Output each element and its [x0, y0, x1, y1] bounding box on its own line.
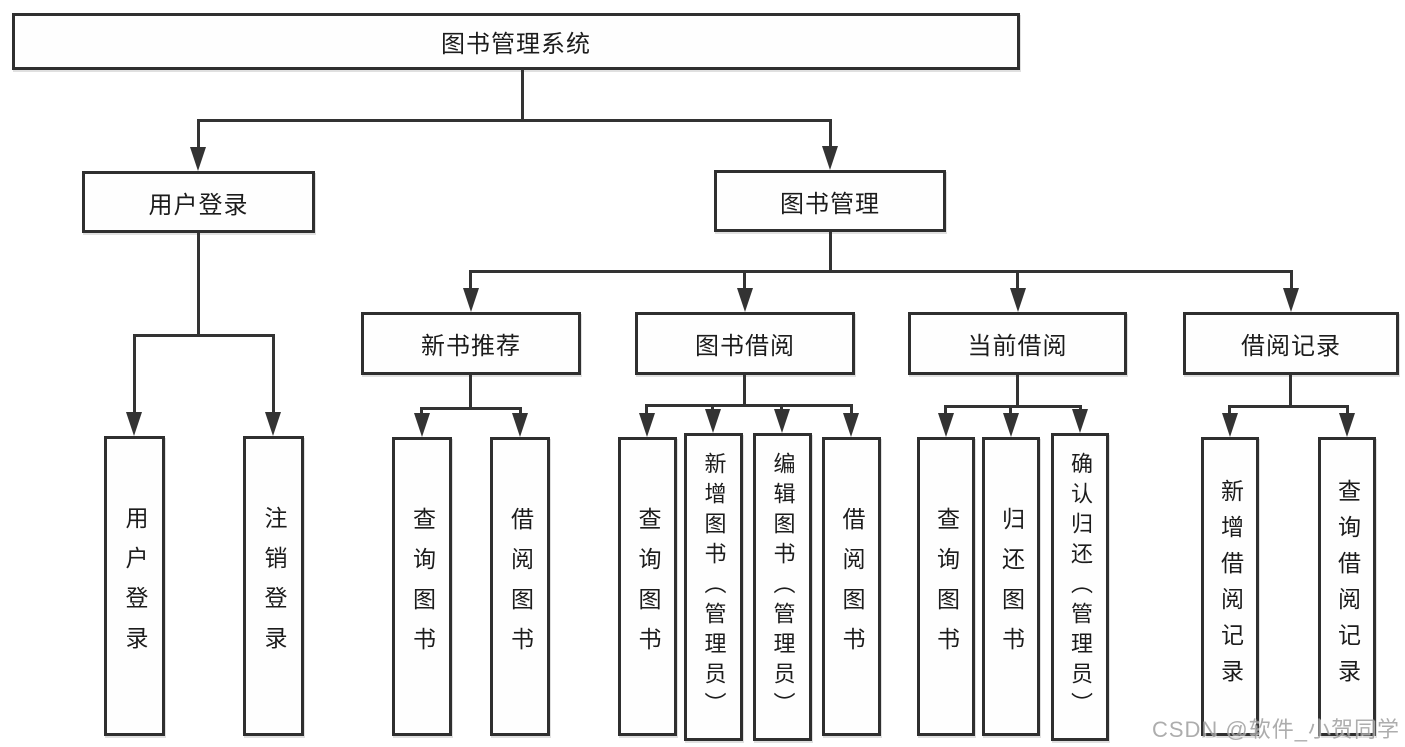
- node-book-borrow: 图书借阅: [635, 312, 855, 375]
- connector-line: [743, 375, 746, 407]
- connector-line: [1289, 375, 1292, 408]
- node-label: 当前借阅: [967, 333, 1068, 360]
- leaf-borrow-books: 借阅图书: [822, 437, 881, 736]
- node-label: 图书借阅: [695, 333, 795, 360]
- leaf-borrow-books-recommend: 借阅图书: [490, 437, 550, 736]
- leaf-query-borrow-record: 查询借阅记录: [1318, 437, 1376, 736]
- arrow-down-icon: [463, 288, 479, 312]
- node-new-book-recommend: 新书推荐: [361, 312, 581, 375]
- leaf-add-book-admin: 新增图书（管理员）: [684, 433, 743, 741]
- node-label: 用户登录: [148, 191, 249, 219]
- leaf-label: 查询图书: [635, 506, 661, 667]
- arrow-down-icon: [1339, 413, 1355, 437]
- connector-line: [1016, 375, 1019, 408]
- node-label: 借阅记录: [1241, 333, 1341, 360]
- leaf-return-books: 归还图书: [982, 437, 1040, 736]
- arrow-down-icon: [1072, 409, 1088, 433]
- node-user-login: 用户登录: [82, 171, 315, 233]
- leaf-label: 归还图书: [998, 506, 1025, 667]
- connector-line: [521, 69, 524, 121]
- arrow-down-icon: [774, 409, 790, 433]
- node-borrow-records: 借阅记录: [1183, 312, 1399, 375]
- connector-line: [519, 407, 522, 417]
- connector-line: [197, 233, 200, 336]
- arrow-down-icon: [1222, 413, 1238, 437]
- connector-line: [944, 405, 947, 416]
- leaf-user-login: 用户登录: [104, 436, 165, 736]
- connector-line: [1016, 270, 1019, 292]
- arrow-down-icon: [126, 412, 142, 436]
- leaf-label: 确认归还（管理员）: [1068, 452, 1093, 722]
- leaf-logout: 注销登录: [243, 436, 304, 736]
- connector-line: [829, 232, 832, 272]
- arrow-down-icon: [639, 413, 655, 437]
- leaf-label: 借阅图书: [839, 506, 865, 667]
- leaf-label: 借阅图书: [507, 506, 534, 667]
- leaf-label: 用户登录: [122, 506, 148, 666]
- arrow-down-icon: [737, 288, 753, 312]
- connector-line: [1346, 405, 1349, 416]
- leaf-label: 编辑图书（管理员）: [770, 452, 796, 722]
- node-label: 图书管理: [780, 190, 880, 218]
- leaf-query-books-current: 查询图书: [917, 437, 975, 736]
- arrow-down-icon: [512, 413, 528, 437]
- leaf-label: 新增借阅记录: [1217, 478, 1244, 695]
- connector-line: [850, 404, 853, 416]
- node-label: 图书管理系统: [441, 31, 591, 58]
- arrow-down-icon: [705, 409, 721, 433]
- node-book-management: 图书管理: [714, 170, 946, 232]
- arrow-down-icon: [190, 147, 206, 171]
- connector-line: [420, 407, 423, 417]
- connector-line: [645, 404, 853, 407]
- leaf-label: 查询图书: [933, 506, 960, 667]
- connector-line: [743, 270, 746, 292]
- leaf-edit-book-admin: 编辑图书（管理员）: [753, 433, 812, 741]
- leaf-label: 注销登录: [261, 506, 287, 666]
- connector-line: [469, 270, 1293, 273]
- leaf-label: 新增图书（管理员）: [701, 452, 727, 722]
- connector-line: [133, 334, 136, 416]
- arrow-down-icon: [265, 412, 281, 436]
- connector-line: [645, 404, 648, 416]
- leaf-confirm-return-admin: 确认归还（管理员）: [1051, 433, 1109, 741]
- connector-line: [1228, 405, 1349, 408]
- connector-line: [420, 407, 522, 410]
- connector-line: [829, 119, 832, 151]
- connector-line: [1079, 405, 1082, 412]
- arrow-down-icon: [1010, 288, 1026, 312]
- node-label: 新书推荐: [421, 333, 521, 360]
- leaf-add-borrow-record: 新增借阅记录: [1201, 437, 1259, 736]
- csdn-watermark: CSDN @软件_小贺同学: [1151, 717, 1400, 742]
- leaf-query-books-recommend: 查询图书: [392, 437, 452, 736]
- connector-line: [1228, 405, 1231, 416]
- arrow-down-icon: [938, 413, 954, 437]
- connector-line: [272, 334, 275, 416]
- connector-line: [133, 334, 275, 337]
- leaf-query-books-borrow: 查询图书: [618, 437, 677, 736]
- connector-line: [197, 119, 200, 151]
- arrow-down-icon: [822, 146, 838, 170]
- arrow-down-icon: [843, 413, 859, 437]
- leaf-label: 查询借阅记录: [1334, 478, 1361, 695]
- connector-line: [469, 270, 472, 292]
- connector-line: [1290, 270, 1293, 292]
- connector-line: [197, 119, 832, 122]
- connector-line: [711, 404, 714, 412]
- connector-line: [780, 404, 783, 412]
- arrow-down-icon: [1283, 288, 1299, 312]
- connector-line: [469, 375, 472, 409]
- connector-line: [944, 405, 1082, 408]
- connector-line: [1009, 405, 1012, 416]
- node-current-borrow: 当前借阅: [908, 312, 1127, 375]
- node-library-management-system: 图书管理系统: [12, 13, 1020, 70]
- arrow-down-icon: [414, 413, 430, 437]
- arrow-down-icon: [1003, 413, 1019, 437]
- leaf-label: 查询图书: [409, 506, 436, 667]
